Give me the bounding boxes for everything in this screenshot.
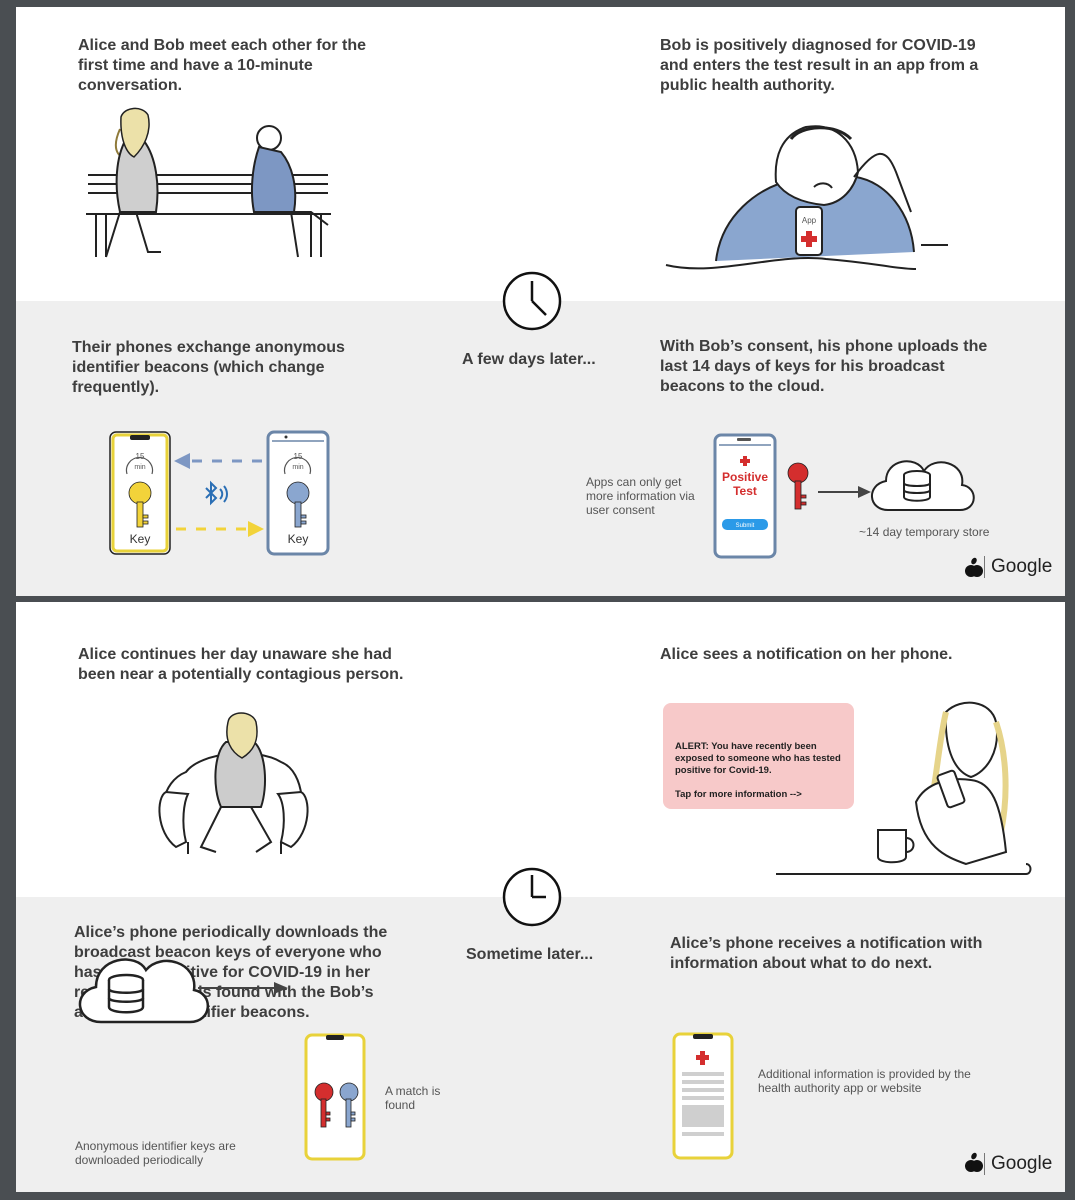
temporary-store-label: ~14 day temporary store — [859, 525, 990, 539]
brand-separator — [984, 556, 985, 578]
brand-logo: Google — [984, 556, 1052, 578]
step-unaware-text: Alice continues her day unaware she had … — [78, 646, 404, 683]
bob-timer-number: 15 — [294, 452, 303, 461]
app-label: App — [802, 216, 817, 225]
alice-phone-outline — [109, 431, 171, 555]
red-key-icon — [787, 462, 809, 510]
apple-icon — [965, 557, 983, 577]
bench-scene-illustration — [86, 114, 331, 258]
google-wordmark: Google — [991, 556, 1053, 577]
step-meet-text: Alice and Bob meet each other for the fi… — [78, 37, 367, 94]
yellow-key-icon — [128, 481, 152, 528]
alice-with-phone-illustration — [776, 701, 1032, 875]
step-notification-text: Alice sees a notification on her phone. — [660, 646, 953, 663]
blue-key-icon — [339, 1082, 359, 1128]
submit-label: Submit — [736, 523, 755, 529]
alice-hair — [120, 107, 150, 158]
bottom-panel: Alice continues her day unaware she had … — [16, 602, 1065, 1192]
alice-key-label: Key — [130, 532, 151, 546]
red-cross-icon — [801, 231, 817, 247]
gray-band — [16, 897, 1065, 1192]
apple-icon — [965, 1152, 983, 1172]
alert-message: ALERT: You have recently been exposed to… — [675, 741, 841, 776]
bluetooth-icon — [205, 480, 228, 506]
google-wordmark: Google — [991, 1153, 1053, 1174]
alert-notification-card[interactable]: ALERT: You have recently been exposed to… — [663, 703, 854, 809]
consent-note: Apps can only get more information via u… — [586, 475, 695, 517]
cloud-database-icon — [871, 460, 975, 511]
positive-test-label: Positive Test — [721, 470, 769, 498]
top-panel: Alice and Bob meet each other for the fi… — [16, 7, 1065, 596]
alice-timer-unit: min — [134, 464, 145, 471]
brand-logo: Google — [984, 1153, 1052, 1175]
clock-icon — [502, 271, 562, 331]
alice-timer-number: 15 — [136, 452, 145, 461]
step-receive-text: Alice’s phone receives a notification wi… — [670, 935, 983, 972]
top-illustrations: App 15 min Key 15 min — [86, 107, 983, 577]
alice-hair — [226, 712, 258, 759]
alice-armchair-illustration — [158, 717, 309, 854]
alert-tap-link[interactable]: Tap for more information --> — [675, 789, 802, 800]
brand-separator — [984, 1153, 985, 1175]
step-upload-text: With Bob’s consent, his phone uploads th… — [660, 338, 988, 395]
bob-key-label: Key — [288, 532, 309, 546]
red-cross-icon — [740, 456, 750, 466]
blue-key-icon — [286, 481, 310, 528]
clock-icon — [502, 867, 562, 927]
red-cross-icon — [696, 1051, 709, 1065]
submit-button — [722, 519, 768, 530]
bob-timer-unit: min — [292, 464, 303, 471]
info-note: Additional information is provided by th… — [758, 1067, 971, 1095]
gray-band — [16, 301, 1065, 596]
sometime-later-label: Sometime later... — [466, 946, 594, 963]
step-exchange-text: Their phones exchange anonymous identifi… — [72, 339, 345, 396]
info-content-lines — [682, 1072, 724, 1136]
step-diagnosed-text: Bob is positively diagnosed for COVID-19… — [660, 37, 979, 94]
red-key-icon — [314, 1082, 334, 1128]
few-days-later-label: A few days later... — [462, 351, 596, 368]
match-note: A match is found — [385, 1084, 441, 1112]
bottom-illustrations — [78, 701, 1032, 1172]
download-note: Anonymous identifier keys are downloaded… — [75, 1139, 236, 1167]
cloud-database-icon — [78, 958, 210, 1024]
